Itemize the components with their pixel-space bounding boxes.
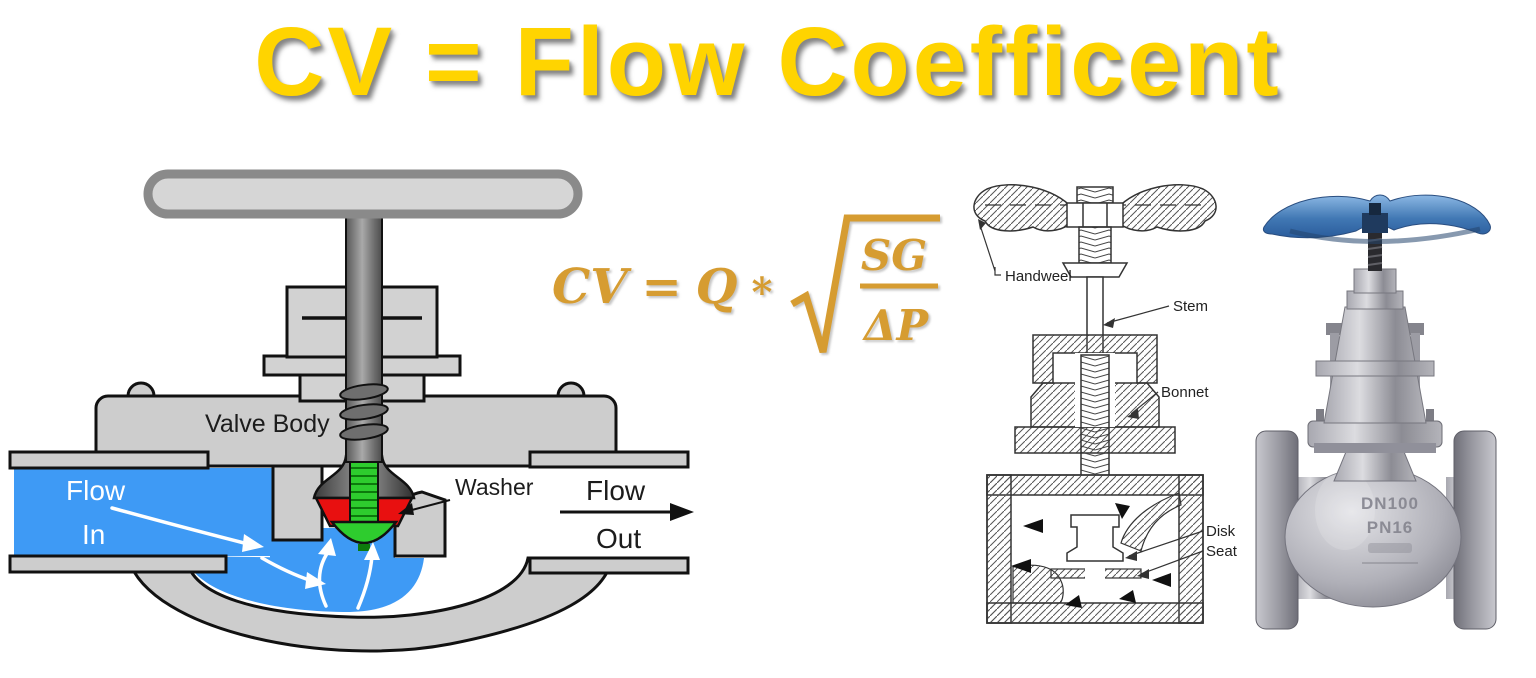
disk-slot (358, 544, 370, 551)
handle-shape (143, 169, 583, 219)
flow-out-label-line2: Out (596, 523, 641, 554)
washer-label: Washer (455, 474, 534, 500)
photo-gland (1346, 290, 1404, 310)
page-title: CV = Flow Coefficent (254, 7, 1282, 116)
schematic-handwheel (973, 184, 1217, 278)
handwheel-label: Handweel (1005, 268, 1072, 285)
flow-in-label-line1: Flow (66, 475, 126, 506)
bonnet-label: Bonnet (1161, 384, 1209, 401)
washer-leader-arrow (398, 503, 414, 515)
flow-out-label-line1: Flow (586, 475, 646, 506)
schematic-disk-shape (1066, 514, 1124, 562)
pipe-flanges (8, 450, 690, 575)
photo-yoke (1315, 306, 1435, 424)
flow-in-label-line2: In (82, 519, 105, 550)
technical-schematic: Handweel Stem Bonnet Disk Seat (973, 184, 1238, 624)
valve-photo: DN100 PN16 (1255, 194, 1497, 630)
flow-arrows (110, 506, 380, 610)
stem-threads (339, 383, 389, 441)
internal-wall-left (271, 464, 324, 542)
flow-out-arrow (670, 503, 694, 521)
photo-body-highlight (1315, 470, 1375, 550)
schematic-body (986, 474, 1204, 624)
formula-numerator: SG (861, 231, 927, 280)
photo-stem (1367, 233, 1383, 271)
valve-body-label: Valve Body (205, 410, 330, 438)
cutaway-valve-diagram: Valve Body Flow In Washer Flow Out (8, 169, 694, 653)
schematic-leaders (979, 224, 1204, 575)
schematic-leader-arrowheads (978, 219, 1149, 579)
formula-denominator: ΔP (862, 301, 930, 350)
photo-packing (1353, 268, 1397, 294)
formula-radical: SG ΔP (790, 214, 941, 354)
formula-flow-variable: Q (695, 259, 738, 315)
formula-equals: = (641, 259, 682, 315)
stem-label: Stem (1173, 298, 1208, 315)
photo-cast-text-line2: PN16 (1367, 518, 1414, 537)
photo-handwheel (1262, 194, 1491, 244)
radical-sign (790, 214, 941, 354)
schematic-flow-arrows (1011, 503, 1171, 608)
photo-cast-text-illegible (1368, 543, 1412, 553)
formula-lhs: CV (552, 259, 628, 315)
cv-formula: CV = Q * SG ΔP (552, 206, 946, 368)
disk-label: Disk (1206, 523, 1236, 540)
seat-label: Seat (1206, 543, 1238, 560)
photo-cast-text-line1: DN100 (1361, 494, 1419, 513)
disk-cap-shape (329, 520, 399, 545)
photo-body (1284, 466, 1462, 608)
formula-times: * (751, 268, 773, 316)
